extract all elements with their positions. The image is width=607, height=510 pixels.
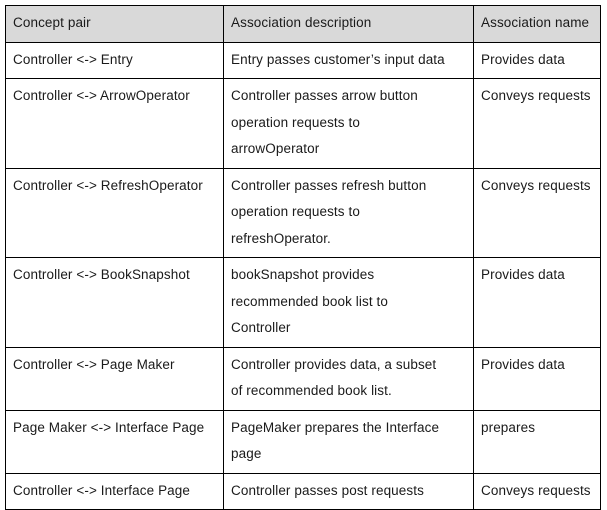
cell-association-name: Provides data [473, 346, 601, 411]
description-line: arrowOperator [231, 141, 320, 156]
column-header-association-name: Association name [473, 5, 601, 43]
table-header-row: Concept pair Association description Ass… [5, 5, 601, 43]
description-line: recommended book list to [231, 293, 388, 309]
table-row: Controller <-> Entry Entry passes custome… [5, 41, 601, 79]
cell-association-description: Controller passes refresh button operatio… [223, 167, 474, 258]
cell-association-name: prepares [473, 409, 601, 474]
description-line: of recommended book list. [231, 383, 392, 398]
description-line: Controller provides data, a subset [231, 356, 437, 372]
cell-concept-pair: Controller <-> Interface Page [5, 472, 224, 510]
cell-concept-pair: Controller <-> BookSnapshot [5, 257, 224, 348]
column-header-association-description: Association description [223, 5, 474, 43]
cell-association-name: Conveys requests [473, 78, 601, 169]
cell-association-description: Controller provides data, a subset of rec… [223, 346, 474, 411]
column-header-concept-pair: Concept pair [5, 5, 224, 43]
cell-concept-pair: Controller <-> Entry [5, 41, 224, 79]
table-body: Controller <-> Entry Entry passes custome… [5, 41, 601, 510]
cell-association-description: Controller passes post requests [223, 472, 474, 510]
cell-association-description: PageMaker prepares the Interface page [223, 409, 474, 474]
cell-association-description: Entry passes customer’s input data [223, 41, 474, 79]
description-line: Controller passes post requests [231, 482, 424, 498]
cell-association-description: bookSnapshot provides recommended book li… [223, 257, 474, 348]
cell-association-name: Provides data [473, 257, 601, 348]
description-line: refreshOperator. [231, 230, 331, 246]
description-line: PageMaker prepares the Interface [231, 419, 440, 435]
description-line: bookSnapshot provides [231, 267, 375, 282]
association-table: Concept pair Association description Ass… [5, 5, 601, 510]
description-line: Controller passes refresh button [231, 177, 427, 193]
description-line: operation requests to [231, 114, 360, 130]
table-header: Concept pair Association description Ass… [5, 5, 601, 43]
cell-association-description: Controller passes arrow button operation … [223, 78, 474, 169]
description-line: Controller passes arrow button [231, 88, 418, 103]
description-line: Controller [231, 320, 291, 335]
cell-concept-pair: Controller <-> Page Maker [5, 346, 224, 411]
description-line: operation requests to [231, 204, 360, 219]
cell-concept-pair: Page Maker <-> Interface Page [5, 409, 224, 474]
cell-concept-pair: Controller <-> RefreshOperator [5, 167, 224, 258]
cell-concept-pair: Controller <-> ArrowOperator [5, 78, 224, 169]
cell-association-name: Conveys requests [473, 167, 601, 258]
cell-association-name: Provides data [473, 41, 601, 79]
cell-association-name: Conveys requests [473, 472, 601, 510]
table-row: Controller <-> Interface Page Controller … [5, 472, 601, 510]
association-table-container: Concept pair Association description Ass… [5, 5, 601, 510]
description-line: page [231, 446, 262, 461]
description-line: Entry passes customer’s input data [231, 51, 445, 67]
